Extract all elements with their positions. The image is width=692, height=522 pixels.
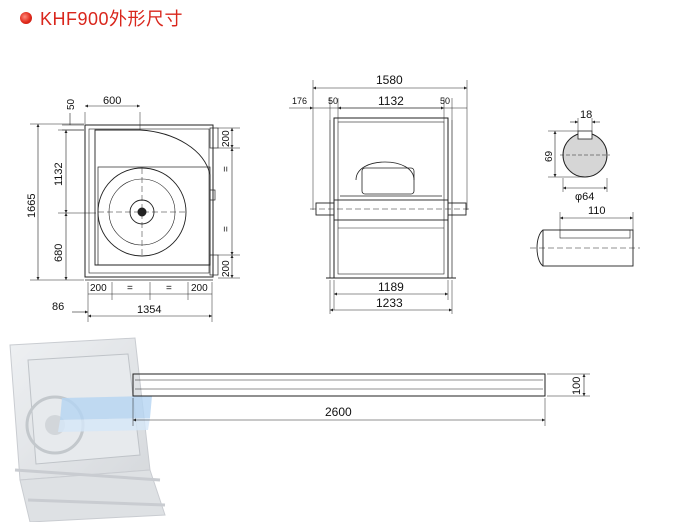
header: KHF900外形尺寸 xyxy=(8,6,183,30)
equal-mark: = xyxy=(166,283,172,294)
dim-1132-left: 1132 xyxy=(53,162,65,186)
bullet-icon xyxy=(20,12,32,24)
dim-680: 680 xyxy=(53,244,65,262)
dim-200-bottom-right: 200 xyxy=(191,283,208,294)
side-view xyxy=(289,80,470,314)
side-body xyxy=(333,117,449,279)
dim-50-left: 50 xyxy=(328,96,338,106)
dim-2600: 2600 xyxy=(325,405,352,419)
keyway xyxy=(577,130,593,140)
equal-mark: = xyxy=(127,283,133,294)
front-view xyxy=(30,104,240,322)
dim-69: 69 xyxy=(544,150,555,162)
equal-mark: = xyxy=(221,166,232,172)
dim-86: 86 xyxy=(52,301,64,313)
dim-phi64: φ64 xyxy=(575,191,594,203)
dim-1665: 1665 xyxy=(26,194,38,218)
dim-18: 18 xyxy=(580,109,592,121)
dim-1189: 1189 xyxy=(378,280,404,294)
product-photo xyxy=(9,337,166,522)
dim-1580: 1580 xyxy=(376,73,403,87)
dim-200-bottom-left: 200 xyxy=(90,283,107,294)
dim-200-right-top: 200 xyxy=(221,130,232,147)
dim-200-right-bottom: 200 xyxy=(221,260,232,277)
dim-50-right: 50 xyxy=(440,96,450,106)
dim-1132-side: 1132 xyxy=(378,94,404,108)
front-outer-frame xyxy=(84,124,214,278)
rail-view xyxy=(132,373,590,426)
page-title: KHF900外形尺寸 xyxy=(40,9,184,29)
dim-600: 600 xyxy=(103,95,121,107)
shaft-section xyxy=(530,118,640,267)
equal-mark: = xyxy=(221,226,232,232)
dim-1233: 1233 xyxy=(376,296,403,310)
dim-176: 176 xyxy=(292,96,307,106)
dim-1354: 1354 xyxy=(137,304,161,316)
dim-110: 110 xyxy=(588,205,606,217)
rail-body xyxy=(132,373,546,397)
dim-100: 100 xyxy=(571,377,583,395)
dim-50-top: 50 xyxy=(66,98,77,110)
